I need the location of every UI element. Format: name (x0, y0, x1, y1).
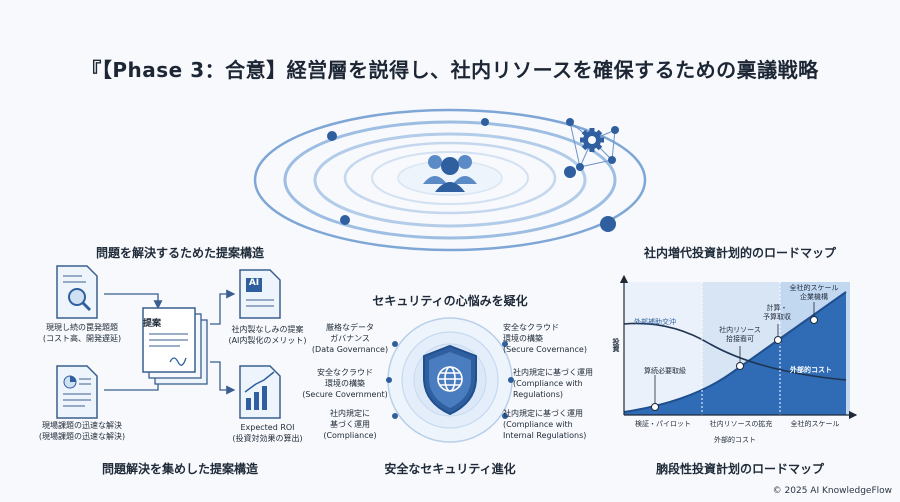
roi-document (239, 365, 281, 419)
copyright: © 2025 AI KnowledgeFlow (772, 486, 892, 496)
orbit-illustration (253, 108, 647, 252)
phase-label-3: 全社的スケール (790, 420, 840, 428)
phase-label-1: 検証・パイロット (635, 420, 691, 428)
orbit-ring-5 (371, 151, 529, 205)
roadmap-chart (619, 274, 858, 420)
milestone-marker (651, 403, 659, 411)
external-cost-label: 外部的コスト (790, 366, 832, 374)
roadmap-bottom-title: 朒段性投資計划のロードマップ (655, 462, 824, 476)
milestone-marker (810, 316, 818, 324)
phase-label-2: 社内リソースの拡充 (709, 420, 773, 428)
issue-document (56, 365, 98, 419)
orbit-node (564, 166, 576, 178)
phase-band-1 (624, 282, 702, 415)
left-section-title: 問題を解決するためた提案構造 (95, 246, 264, 260)
security-title: セキュリティの心悩みを疑化 (372, 294, 528, 308)
arrow (104, 293, 163, 310)
arrow (210, 361, 236, 395)
y-axis-label: 投資 (612, 338, 620, 352)
ai-badge: AI (248, 278, 260, 288)
x-axis-label: 外部的コスト (714, 436, 756, 444)
problem-document (56, 265, 98, 319)
milestone-marker (736, 362, 744, 370)
users-icon (423, 155, 477, 192)
magnifier-icon (68, 288, 92, 312)
security-shield-diagram (386, 317, 514, 443)
security-item-left-2: 安全なクラウド環境の構築(Secure Covernment) (302, 368, 388, 399)
proposal-document (142, 307, 208, 385)
orbit-node (327, 131, 337, 141)
investment-curve (623, 291, 847, 413)
external-cost-curve (623, 322, 847, 381)
shield-icon (423, 344, 477, 416)
orbit-node (481, 118, 489, 126)
orbit-node (340, 215, 350, 225)
roi-label: Expected ROI(投資対効果の算出) (232, 423, 303, 443)
globe-icon (437, 366, 463, 392)
roadmap-title: 社内増代投資計划的のロードマップ (643, 246, 836, 260)
ai-document (239, 269, 281, 319)
external-aid-label: 外部補助交沖 (634, 318, 676, 326)
ai-label: 社内製なしみの提案(AI内製化のメリット) (228, 325, 307, 345)
orbit-node (600, 216, 616, 232)
arrow (210, 289, 236, 325)
security-item-left-1: 厳格なデータガバナンス(Data Governance) (311, 323, 389, 354)
gear-icon (580, 128, 604, 152)
orbit-ring-2 (283, 120, 617, 240)
milestone-marker (774, 336, 782, 344)
investment-area (624, 292, 846, 415)
orbit-ring-1 (253, 108, 647, 252)
chart-icon (244, 371, 275, 410)
security-bottom-title: 安全なセキュリティ進化 (384, 462, 516, 476)
issue-label: 現場課題の迅速な解決(現場課題の迅速な解決) (38, 421, 126, 441)
orbit-ring-3 (313, 132, 587, 228)
annotation-3: 計算・予算取収 (763, 304, 791, 321)
pen-icon (169, 357, 187, 366)
left-section-bottom-title: 問題解決を集めした提案構造 (101, 462, 258, 476)
proposal-label: 提案 (143, 319, 162, 329)
annotation-4: 全社的スケール企業機構 (789, 284, 839, 301)
annotation-1: 算続必要取級 (644, 367, 686, 375)
page-title: 『【Phase 3：合意】経営層を説得し、社内リソースを確保するための稟議戦略 (81, 58, 819, 82)
security-item-right-1: 安全なクラウド環境の構築(Secure Covernance) (503, 323, 587, 354)
proposal-structure-diagram (56, 265, 281, 419)
problem-label: 現現し続の罠発題題(コスト高、開発遅延) (42, 323, 122, 343)
security-item-left-3: 社内規定に基づく運用(Compliance) (323, 409, 377, 440)
orbit-ring-4 (343, 141, 557, 215)
annotation-2: 社内リソース拾接裔可 (719, 326, 761, 343)
